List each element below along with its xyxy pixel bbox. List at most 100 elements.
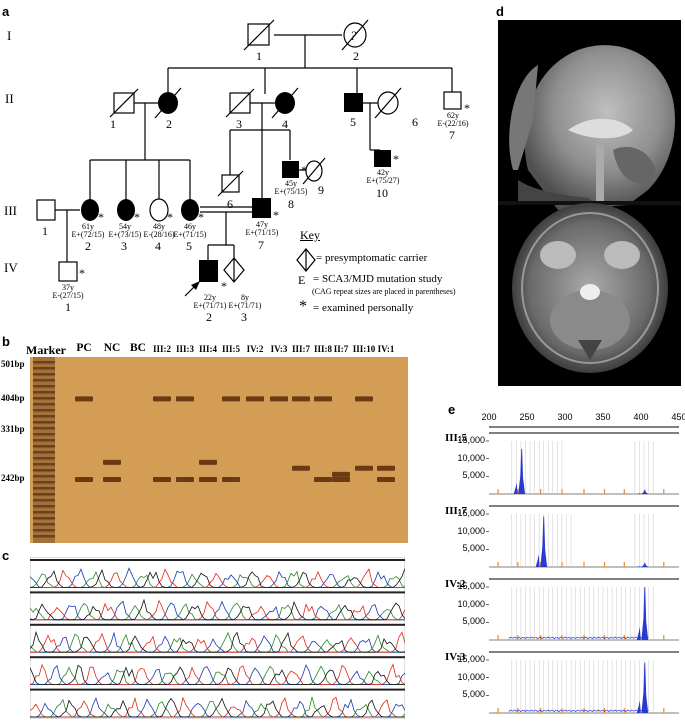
capillary-ytick: 10,000 — [457, 598, 485, 609]
num-II5: 5 — [350, 115, 356, 129]
gel-lane-label: III:10 — [352, 344, 376, 354]
capillary-axis-tick: 350 — [595, 412, 611, 422]
capillary-axis-tick: 300 — [557, 412, 573, 422]
gel-band — [377, 477, 395, 482]
gel-band — [355, 396, 373, 402]
num-III5: 5 — [186, 239, 192, 253]
star-III7: * — [273, 208, 279, 222]
gel-lane-label: III:7 — [291, 344, 310, 354]
III7-symbol — [252, 198, 271, 218]
gel-band — [153, 477, 171, 482]
gel-band — [222, 477, 240, 482]
gel-size-label: 501bp — [1, 359, 25, 369]
gel-image — [30, 357, 408, 543]
III1-symbol — [36, 199, 56, 221]
capillary-peak — [641, 662, 649, 714]
trace-line — [30, 599, 405, 621]
gel-lane-label: III:8 — [313, 344, 332, 354]
II5-symbol — [344, 93, 363, 112]
star-IV1: * — [79, 266, 85, 280]
gel-band — [332, 477, 350, 482]
gel-lane-label: III:4 — [198, 344, 217, 354]
gel-lane-III:2 — [153, 396, 171, 482]
capillary-axis-tick: 400 — [633, 412, 649, 422]
star-III4: * — [167, 210, 173, 224]
gel-band — [246, 396, 264, 402]
num-II7: 7 — [449, 128, 455, 142]
capillary-ytick: 5,000 — [462, 616, 485, 627]
sequence-base-row — [30, 688, 405, 691]
num-II2: 2 — [166, 117, 172, 131]
star-III8: * — [301, 163, 307, 177]
gel-band — [292, 465, 310, 471]
gel-lane-label: PC — [76, 342, 92, 354]
panel-label-a: a — [2, 4, 10, 19]
num-III8: 8 — [288, 197, 294, 211]
capillary-ytick: 15,000 — [457, 654, 485, 664]
trace-line — [30, 631, 405, 653]
I2-unknown-mark: ? — [350, 28, 357, 43]
num-III1: 1 — [42, 224, 48, 238]
num-III3: 3 — [121, 239, 127, 253]
trace-line — [30, 568, 405, 588]
gel-lane-III:10 — [355, 396, 373, 471]
capillary-stutter-peak — [535, 554, 540, 567]
panel-label-c: c — [2, 548, 10, 563]
key-e-symbol: E — [298, 273, 306, 287]
mri-images — [498, 20, 681, 386]
num-IV2: 2 — [206, 310, 212, 324]
gel-band — [176, 396, 194, 402]
capillary-stutter-peak — [636, 566, 641, 567]
num-III9: 9 — [318, 183, 324, 197]
capillary-axis-tick: 450 — [671, 412, 685, 422]
num-II1: 1 — [110, 117, 116, 131]
trace-line — [30, 630, 405, 653]
panel-label-d: d — [496, 4, 504, 19]
gel-band — [75, 396, 93, 402]
num-III6: 6 — [227, 197, 233, 211]
num-IV1: 1 — [65, 300, 71, 314]
gel-band — [292, 396, 310, 402]
capillary-subplot-III:7 — [486, 505, 679, 568]
gel-lane-III:7 — [292, 396, 310, 471]
num-III2: 2 — [85, 239, 91, 253]
capillary-peak — [518, 448, 526, 495]
gel-size-label: 331bp — [1, 423, 25, 434]
gel-band — [75, 477, 93, 482]
I1-symbol — [243, 19, 275, 51]
capillary-ytick: 10,000 — [457, 452, 485, 463]
capillary-ytick: 5,000 — [462, 689, 485, 700]
gel-lane-IV:2 — [246, 396, 264, 402]
gel-lane-label: IV:2 — [246, 344, 264, 354]
capillary-ytick: 15,000 — [457, 508, 485, 518]
gel-lane-label: III:5 — [221, 344, 240, 354]
gel-band — [222, 396, 240, 402]
gel-lane-label: II:7 — [333, 344, 349, 354]
capillary-axis-tick: 250 — [519, 412, 535, 422]
star-III10: * — [393, 152, 399, 166]
capillary-ytick: 15,000 — [457, 435, 485, 445]
II7-symbol — [443, 91, 462, 110]
gel-band — [176, 477, 194, 482]
panel-label-e: e — [448, 402, 456, 417]
capillary-subplot-IV:3 — [486, 651, 679, 714]
gel-band — [355, 465, 373, 471]
capillary-axis-tick: 200 — [481, 412, 497, 422]
gel-band — [314, 477, 332, 482]
trace-line — [30, 598, 405, 621]
capillary-peak — [641, 562, 649, 568]
star-IV2: * — [221, 279, 227, 293]
generation-II: II — [5, 91, 14, 106]
key-carrier-text: = presymptomatic carrier — [316, 252, 428, 264]
num-I1: 1 — [256, 49, 262, 63]
IV3-symbol — [223, 257, 245, 283]
trace-line — [30, 664, 405, 685]
panel-label-b: b — [2, 334, 10, 349]
generation-I: I — [7, 28, 12, 43]
capillary-chart — [486, 426, 679, 714]
